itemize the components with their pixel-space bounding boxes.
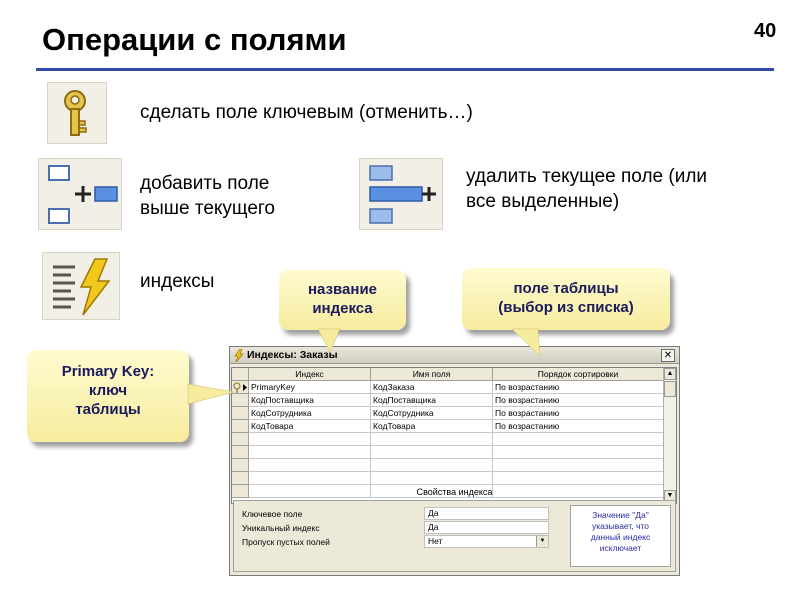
pointer-primary-key (187, 383, 235, 405)
cell-sort[interactable]: По возрастанию (493, 394, 664, 407)
empty-cell[interactable] (371, 472, 493, 485)
page-number: 40 (754, 20, 777, 42)
cell-field[interactable]: КодПоставщика (371, 394, 493, 407)
callout-table-field: поле таблицы (выбор из списка) (462, 268, 670, 330)
hint-line: Значение "Да" (592, 510, 649, 520)
slide-title: Операции с полями (42, 22, 347, 57)
callout-line: поле таблицы (513, 280, 619, 297)
callout-primary-key: Primary Key: ключ таблицы (27, 350, 189, 442)
delete-rows-icon[interactable] (359, 158, 443, 230)
empty-cell[interactable] (371, 446, 493, 459)
empty-cell[interactable] (249, 472, 371, 485)
empty-cell[interactable] (249, 446, 371, 459)
scroll-thumb[interactable] (664, 381, 676, 397)
dialog-titlebar[interactable]: Индексы: Заказы ✕ (230, 347, 679, 364)
row-selector[interactable] (232, 420, 249, 433)
ignore-nulls-value: Нет (428, 536, 443, 546)
lightning-icon (234, 349, 244, 362)
hint-line: данный индекс (590, 532, 651, 542)
row-selector[interactable] (232, 407, 249, 420)
prop-label: Пропуск пустых полей (242, 537, 330, 547)
insert-caption: добавить поле выше текущего (140, 171, 275, 221)
insert-caption-line: выше текущего (140, 198, 275, 219)
empty-cell[interactable] (249, 433, 371, 446)
indexes-dialog: Индексы: Заказы ✕ Индекс Имя поля Порядо… (229, 346, 680, 576)
key-caption: сделать поле ключевым (отменить…) (140, 102, 473, 123)
empty-cell[interactable] (249, 485, 371, 498)
row-selector[interactable] (232, 433, 249, 446)
callout-line: таблицы (75, 401, 141, 418)
primary-key-icon[interactable] (47, 82, 107, 144)
indexes-grid: Индекс Имя поля Порядок сортировки Prima… (231, 367, 677, 504)
column-header-field[interactable]: Имя поля (371, 368, 493, 381)
empty-cell[interactable] (249, 459, 371, 472)
row-selector[interactable] (232, 381, 249, 394)
close-button[interactable]: ✕ (661, 349, 675, 362)
insert-caption-line: добавить поле (140, 173, 270, 194)
row-selector[interactable] (232, 459, 249, 472)
cell-index[interactable]: PrimaryKey (249, 381, 371, 394)
cell-sort[interactable]: По возрастанию (493, 407, 664, 420)
row-selector[interactable] (232, 485, 249, 498)
empty-cell[interactable] (493, 472, 664, 485)
empty-cell[interactable] (371, 433, 493, 446)
primary-key-value[interactable]: Да (424, 507, 549, 520)
empty-cell[interactable] (493, 446, 664, 459)
cell-index[interactable]: КодСотрудника (249, 407, 371, 420)
column-header-sort[interactable]: Порядок сортировки (493, 368, 664, 381)
properties-label: Свойства индекса (416, 487, 493, 497)
hint-box: Значение "Да" указывает, что данный инде… (570, 505, 671, 567)
callout-line: название (307, 281, 378, 298)
ignore-nulls-select[interactable]: Нет ▼ (424, 535, 549, 548)
callout-line: (выбор из списка) (498, 299, 634, 316)
delete-caption: удалить текущее поле (или все выделенные… (466, 164, 707, 214)
cell-field[interactable]: КодСотрудника (371, 407, 493, 420)
callout-line: ключ (88, 382, 128, 399)
indexes-caption: индексы (140, 271, 215, 292)
title-divider (36, 68, 774, 71)
cell-index[interactable]: КодТовара (249, 420, 371, 433)
vertical-scrollbar[interactable]: ▲ ▼ (663, 368, 676, 503)
unique-index-value[interactable]: Да (424, 521, 549, 534)
cell-sort[interactable]: По возрастанию (493, 420, 664, 433)
empty-cell[interactable] (371, 459, 493, 472)
prop-label: Уникальный индекс (242, 523, 320, 533)
chevron-down-icon[interactable]: ▼ (536, 536, 548, 547)
scroll-down-icon[interactable]: ▼ (664, 490, 676, 502)
hint-line: указывает, что (591, 521, 649, 531)
row-selector[interactable] (232, 446, 249, 459)
delete-caption-line: все выделенные) (466, 191, 620, 212)
dialog-title: Индексы: Заказы (247, 349, 338, 361)
insert-rows-icon[interactable] (38, 158, 122, 230)
cell-field[interactable]: КодТовара (371, 420, 493, 433)
key-row-icon (233, 382, 247, 393)
callout-line: Primary Key: (61, 363, 155, 380)
empty-cell[interactable] (493, 433, 664, 446)
column-header-index[interactable]: Индекс (249, 368, 371, 381)
row-selector[interactable] (232, 394, 249, 407)
row-selector[interactable] (232, 472, 249, 485)
callout-line: индекса (312, 300, 373, 317)
index-properties-panel: Ключевое поле Да Уникальный индекс Да Пр… (233, 500, 676, 572)
cell-field[interactable]: КодЗаказа (371, 381, 493, 394)
cell-index[interactable]: КодПоставщика (249, 394, 371, 407)
prop-label: Ключевое поле (242, 509, 303, 519)
delete-caption-line: удалить текущее поле (или (466, 166, 708, 187)
cell-sort[interactable]: По возрастанию (493, 381, 664, 394)
callout-index-name: название индекса (279, 270, 406, 330)
header-corner (232, 368, 249, 381)
hint-line: исключает (599, 543, 642, 553)
empty-cell[interactable] (371, 485, 493, 498)
indexes-icon[interactable] (42, 252, 120, 320)
scroll-up-icon[interactable]: ▲ (664, 368, 676, 380)
empty-cell[interactable] (493, 459, 664, 472)
